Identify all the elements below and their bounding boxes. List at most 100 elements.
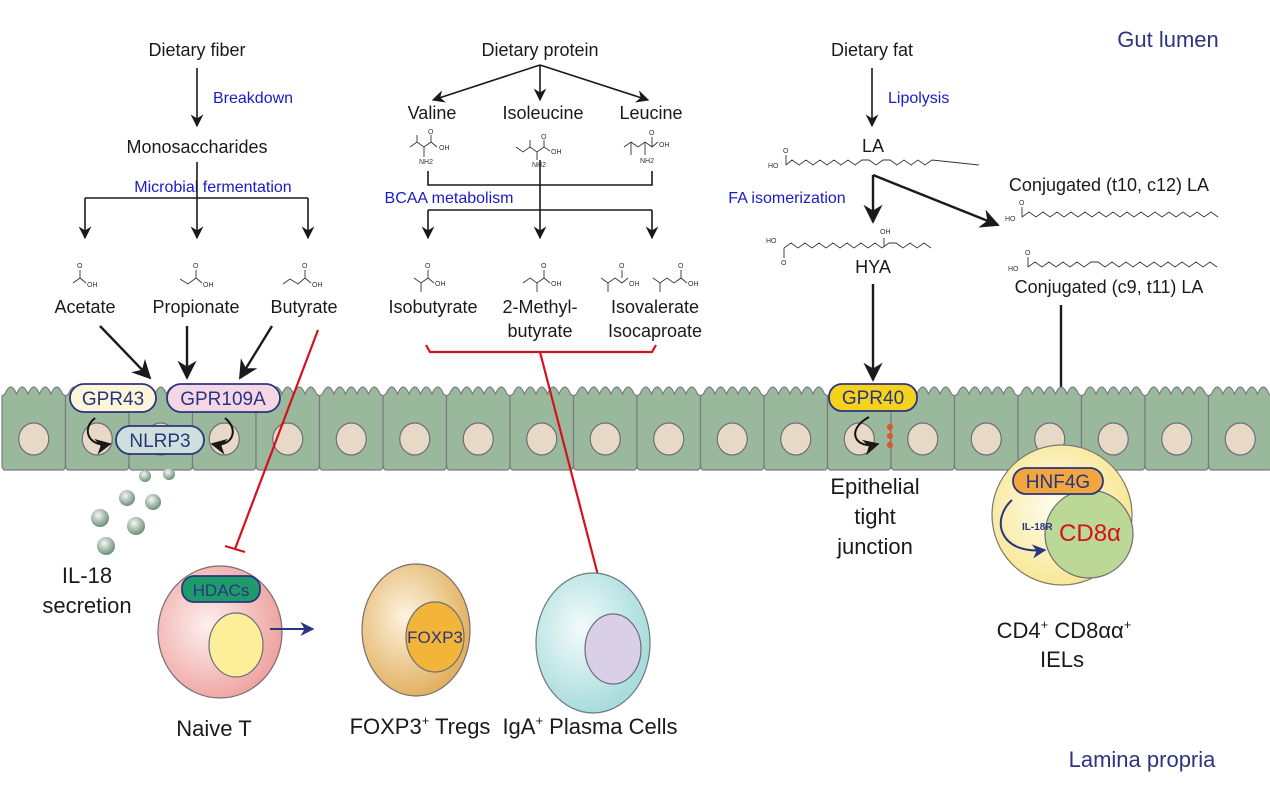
svg-text:O: O bbox=[541, 134, 547, 141]
methylbutyrate-structure: OOH bbox=[522, 263, 562, 292]
fat-pathway: Dietary fat Lipolysis LA OHO FA isomeriz… bbox=[728, 40, 1219, 452]
hnf4g-label: HNF4G bbox=[1026, 472, 1090, 493]
acetate-structure: OOH bbox=[72, 263, 98, 289]
svg-text:O: O bbox=[1025, 250, 1031, 257]
svg-text:OH: OH bbox=[629, 281, 640, 288]
fiber-pathway: Dietary fiber Breakdown Monosaccharides … bbox=[54, 40, 338, 380]
cell-nucleus bbox=[653, 422, 685, 456]
iga-plasma-cells-label: IgA+ Plasma Cells bbox=[502, 713, 677, 739]
svg-text:OH: OH bbox=[87, 282, 98, 289]
protein-to-valine-arrow bbox=[431, 64, 541, 103]
butyrate-inhibition-line bbox=[233, 329, 320, 550]
il18r-label: IL-18R bbox=[1022, 522, 1053, 533]
iel-label-line1: CD4+ CD8αα+ bbox=[997, 617, 1132, 643]
isoleucine-label: Isoleucine bbox=[502, 103, 583, 123]
iel-cell: HNF4G IL-18R CD8α bbox=[991, 444, 1134, 586]
hdac-inhibition-bar bbox=[224, 544, 246, 554]
svg-text:OH: OH bbox=[688, 281, 699, 288]
svg-text:OH: OH bbox=[659, 142, 670, 149]
svg-text:HO: HO bbox=[768, 163, 779, 170]
gpr40-label: GPR40 bbox=[842, 388, 904, 409]
gpr43-label: GPR43 bbox=[82, 389, 144, 410]
svg-text:OH: OH bbox=[312, 282, 323, 289]
gpr109a-receptor: GPR109A bbox=[166, 383, 281, 413]
cell-nucleus bbox=[1224, 422, 1256, 456]
gpr40-receptor: GPR40 bbox=[828, 383, 918, 412]
tight-junction-icon bbox=[887, 424, 893, 448]
cell-nucleus bbox=[335, 422, 367, 456]
cell-nucleus bbox=[18, 422, 50, 456]
cd8a-label: CD8α bbox=[1059, 520, 1121, 547]
tight-junction-label-line3: junction bbox=[836, 534, 913, 559]
protein-to-leucine-arrow bbox=[539, 64, 650, 103]
svg-text:O: O bbox=[781, 260, 787, 267]
cla-c9t11-structure: O HO bbox=[1008, 250, 1218, 273]
la-label: LA bbox=[862, 136, 884, 156]
svg-text:HO: HO bbox=[1008, 266, 1019, 273]
region-label-gut-lumen: Gut lumen bbox=[1117, 27, 1219, 52]
svg-text:O: O bbox=[783, 148, 789, 155]
foxp3-label: FOXP3 bbox=[407, 628, 463, 647]
svg-text:O: O bbox=[428, 129, 434, 136]
butyrate-label: Butyrate bbox=[270, 297, 337, 317]
methylbutyrate-label-line2: butyrate bbox=[507, 321, 572, 341]
cell-nucleus bbox=[1097, 422, 1129, 456]
iel-label-line2: IELs bbox=[1040, 647, 1084, 672]
cla-c9t11-label: Conjugated (c9, t11) LA bbox=[1015, 277, 1204, 297]
bcfa-bracket bbox=[425, 344, 657, 354]
gpr109a-to-nlrp3-arrow bbox=[210, 417, 234, 455]
svg-text:O: O bbox=[425, 263, 431, 270]
cell-nucleus bbox=[526, 422, 558, 456]
monosaccharides-label: Monosaccharides bbox=[126, 137, 267, 157]
svg-text:NH2: NH2 bbox=[640, 158, 654, 165]
svg-text:OH: OH bbox=[551, 281, 562, 288]
svg-text:O: O bbox=[1019, 200, 1025, 207]
bcfa-inhibition-line bbox=[538, 351, 609, 611]
la-structure: O HO bbox=[768, 148, 980, 170]
dietary-fat-label: Dietary fat bbox=[831, 40, 913, 60]
lipolysis-label: Lipolysis bbox=[888, 90, 949, 107]
svg-text:O: O bbox=[302, 263, 308, 270]
hdacs-label: HDACs bbox=[193, 581, 250, 600]
tight-junction-label-line1: Epithelial bbox=[830, 474, 919, 499]
fa-isomerization-label: FA isomerization bbox=[728, 190, 845, 207]
svg-text:OH: OH bbox=[439, 145, 450, 152]
leucine-label: Leucine bbox=[619, 103, 682, 123]
nlrp3-label: NLRP3 bbox=[129, 431, 190, 452]
valine-label: Valine bbox=[408, 103, 457, 123]
propionate-structure: OOH bbox=[179, 263, 214, 289]
treg-cell: FOXP3 bbox=[361, 563, 471, 697]
iga-plasma-cell bbox=[535, 572, 651, 714]
gpr43-to-nlrp3-arrow bbox=[86, 417, 112, 455]
svg-text:O: O bbox=[619, 263, 625, 270]
cell-nucleus bbox=[589, 422, 621, 456]
cell-nucleus bbox=[780, 422, 812, 456]
cell-nucleus bbox=[1161, 422, 1193, 456]
breakdown-label: Breakdown bbox=[213, 90, 293, 107]
methylbutyrate-label-line1: 2-Methyl- bbox=[502, 297, 577, 317]
svg-text:HO: HO bbox=[766, 238, 777, 245]
cell-nucleus bbox=[208, 422, 240, 456]
epithelial-layer bbox=[1, 386, 1270, 471]
svg-text:OH: OH bbox=[880, 229, 891, 236]
cell-nucleus bbox=[399, 422, 431, 456]
il18r-arrow bbox=[999, 499, 1047, 559]
gpr109a-label: GPR109A bbox=[180, 389, 266, 410]
microbial-fermentation-label: Microbial fermentation bbox=[134, 179, 291, 196]
gpr43-receptor: GPR43 bbox=[69, 383, 157, 413]
cell-nucleus bbox=[716, 422, 748, 456]
il18-particles bbox=[91, 468, 175, 555]
svg-text:O: O bbox=[649, 130, 655, 137]
svg-text:OH: OH bbox=[551, 149, 562, 156]
il18-label-line1: IL-18 bbox=[62, 563, 112, 588]
nlrp3-complex: NLRP3 bbox=[115, 425, 205, 455]
naive-t-label: Naive T bbox=[176, 716, 251, 741]
naive-t-cell: HDACs bbox=[157, 565, 283, 699]
tight-junction-label-line2: tight bbox=[854, 504, 896, 529]
cell-nucleus bbox=[81, 422, 113, 456]
isobutyrate-label: Isobutyrate bbox=[388, 297, 477, 317]
cell-nucleus bbox=[907, 422, 939, 456]
butyrate-to-gpr109a-arrow bbox=[238, 325, 274, 380]
